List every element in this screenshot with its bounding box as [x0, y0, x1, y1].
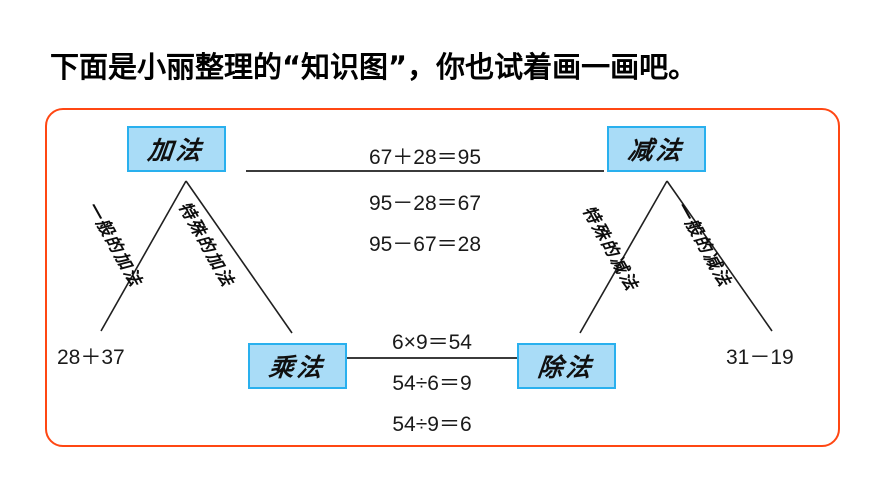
node-subtraction[interactable]: 减法 — [607, 126, 706, 172]
node-multiplication-label: 乘法 — [267, 353, 327, 382]
expression-addition-example: 28＋37 — [57, 346, 125, 369]
node-addition[interactable]: 加法 — [127, 126, 226, 172]
node-addition-label: 加法 — [146, 136, 206, 165]
equation-addition: 67＋28＝95 — [368, 146, 482, 169]
knowledge-map-panel — [45, 108, 840, 447]
node-subtraction-label: 减法 — [626, 136, 686, 165]
bottom-connector-line — [347, 357, 517, 359]
top-connector-line — [246, 170, 604, 172]
equation-subtraction-1: 95－28＝67 — [368, 192, 482, 215]
node-division-label: 除法 — [536, 353, 596, 382]
equation-multiplication: 6×9＝54 — [392, 331, 472, 354]
equation-division-2: 54÷9＝6 — [392, 413, 472, 436]
node-multiplication[interactable]: 乘法 — [248, 343, 347, 389]
page-title: 下面是小丽整理的“知识图”，你也试着画一画吧。 — [50, 50, 698, 84]
equation-division-1: 54÷6＝9 — [392, 372, 472, 395]
node-division[interactable]: 除法 — [517, 343, 616, 389]
expression-subtraction-example: 31－19 — [726, 346, 794, 369]
equation-subtraction-2: 95－67＝28 — [368, 233, 482, 256]
